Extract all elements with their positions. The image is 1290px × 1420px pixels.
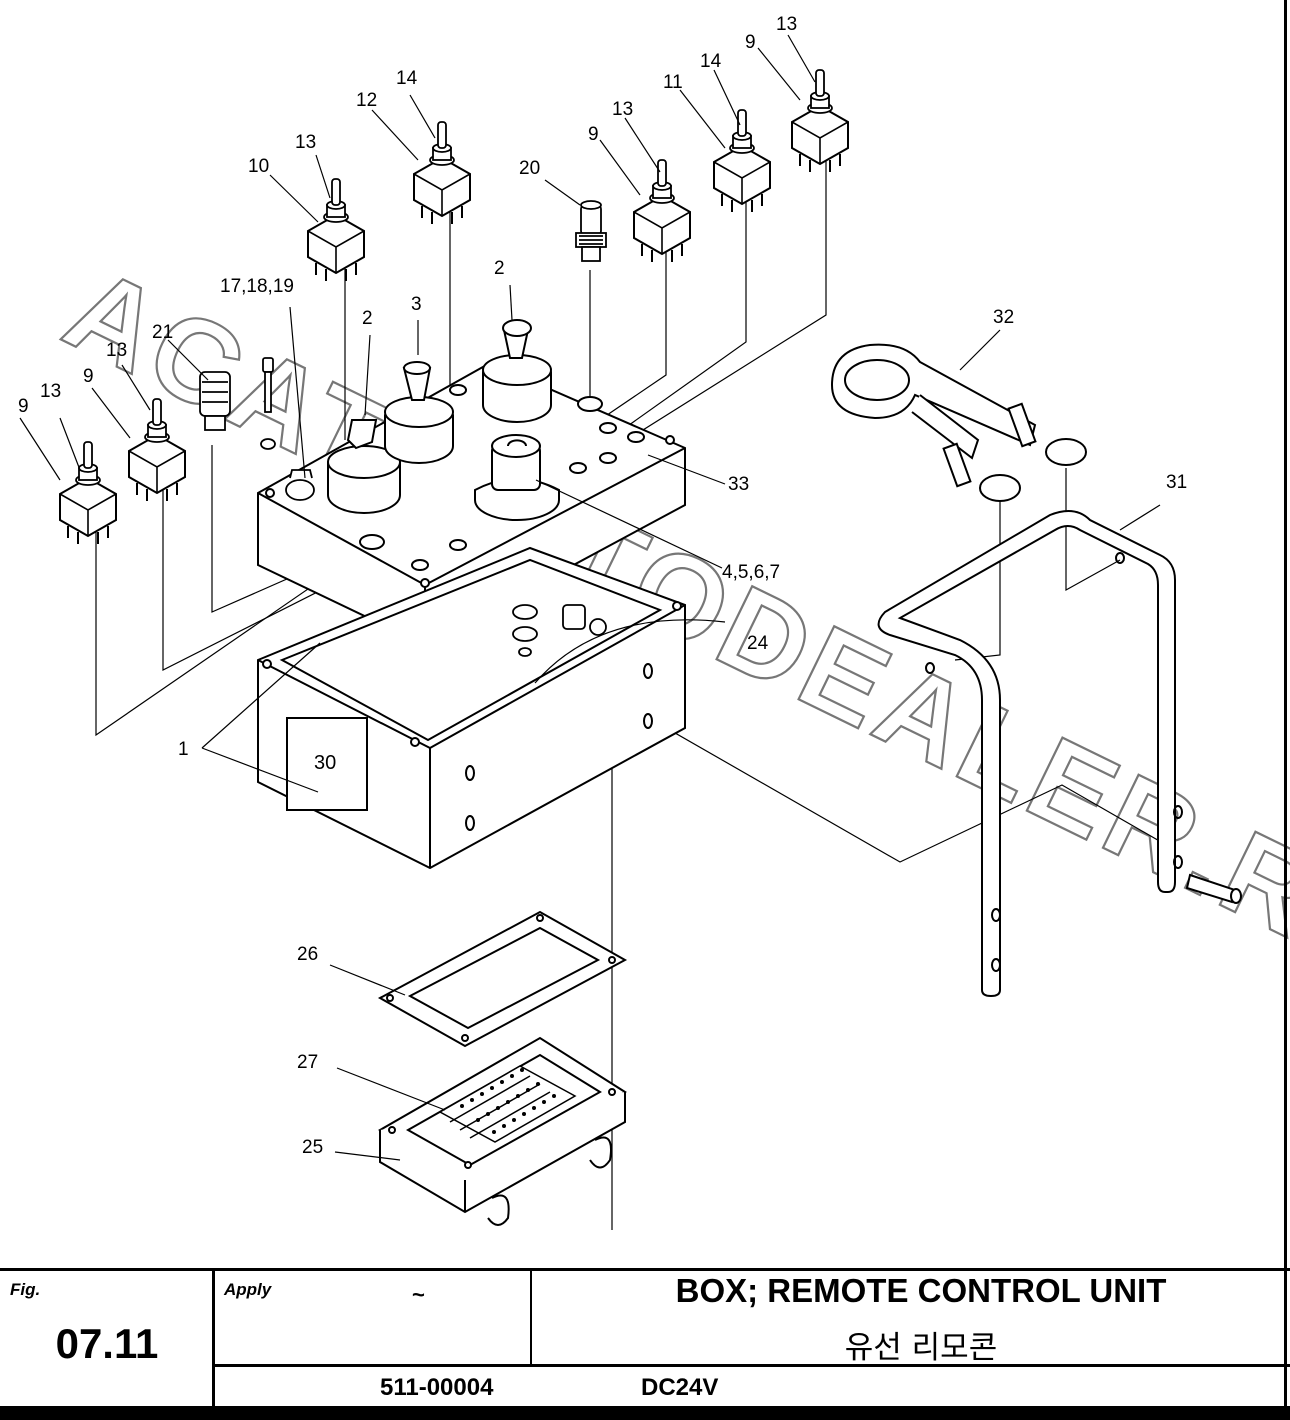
callout-9-d: 9 (745, 32, 756, 53)
title-block-divider-3 (1284, 1268, 1287, 1408)
callout-25: 25 (302, 1137, 323, 1158)
callout-9-c: 9 (588, 124, 599, 145)
apply-label: Apply (224, 1280, 272, 1299)
toggle-switch-10 (307, 178, 365, 282)
title-block-mid-rule (212, 1364, 1290, 1367)
terminal-studs (460, 1068, 556, 1134)
callout-33: 33 (728, 474, 749, 495)
joystick-2-right (482, 319, 552, 423)
title-block-divider-1 (212, 1268, 215, 1420)
terminal-block-27 (438, 1065, 577, 1143)
callout-11: 11 (663, 72, 683, 93)
toggle-switch-9-center (633, 159, 691, 263)
callout-30: 30 (314, 752, 336, 774)
callout-14-a: 14 (396, 68, 418, 89)
nut-washer (512, 604, 607, 657)
title-block-top-rule (0, 1268, 1290, 1271)
callout-24: 24 (747, 633, 769, 654)
exploded-parts-diagram: ACAT.AUTODEALER.RU (18, 14, 1290, 1230)
voltage: DC24V (641, 1374, 719, 1401)
title-block-divider-2 (530, 1268, 532, 1365)
handle-31 (877, 510, 1242, 998)
emergency-stop-button (474, 434, 560, 521)
callout-32: 32 (993, 307, 1014, 328)
callout-9-a: 9 (18, 396, 29, 417)
connector-21 (199, 371, 231, 431)
callout-12: 12 (356, 90, 377, 111)
strap-32 (830, 343, 1087, 502)
callout-1: 1 (178, 739, 189, 760)
fig-number: 07.11 (55, 1320, 159, 1367)
callout-3: 3 (411, 294, 422, 315)
callout-9-b: 9 (83, 366, 94, 387)
callout-13-b: 13 (106, 340, 127, 361)
callout-4-5-6-7: 4,5,6,7 (722, 562, 780, 583)
label-arrows (19, 34, 1161, 1161)
drawing-border-right (1284, 0, 1287, 1268)
title-block: Fig. 07.11 Apply ~ BOX; REMOTE CONTROL U… (0, 1268, 1290, 1420)
callout-27: 27 (297, 1052, 318, 1073)
callout-21: 21 (152, 322, 173, 343)
apply-value: ~ (412, 1282, 425, 1307)
callout-26: 26 (297, 944, 318, 965)
title-english: BOX; REMOTE CONTROL UNIT (675, 1272, 1167, 1309)
callout-13-c: 13 (295, 132, 316, 153)
callout-31: 31 (1166, 472, 1187, 493)
rotary-knob (285, 469, 315, 501)
part-number: 511-00004 (380, 1374, 494, 1401)
joystick-3 (384, 361, 454, 464)
fig-label: Fig. (10, 1280, 41, 1299)
title-korean: 유선 리모콘 (844, 1330, 998, 1366)
callout-numbers: 1 2 2 3 4,5,6,7 9 9 9 9 10 11 12 13 13 1… (18, 14, 1187, 1158)
title-block-bottom-rule (0, 1406, 1290, 1420)
screw-17-18-19 (260, 357, 276, 450)
toggle-switch-9-left (59, 441, 117, 545)
callout-17-18-19: 17,18,19 (220, 276, 294, 297)
toggle-switch-9-right (791, 69, 849, 173)
callout-2-left: 2 (362, 308, 373, 329)
callout-10: 10 (248, 156, 269, 177)
callout-13-d: 13 (612, 99, 633, 120)
joystick-2-left (327, 419, 401, 514)
toggle-switch-12 (413, 121, 471, 225)
callout-2-right: 2 (494, 258, 505, 279)
callout-13-a: 13 (40, 381, 61, 402)
push-button-20 (575, 200, 607, 262)
callout-13-e: 13 (776, 14, 797, 35)
toggle-switch-11 (713, 109, 771, 213)
callout-20: 20 (519, 158, 540, 179)
gasket-26 (377, 910, 628, 1048)
callout-14-b: 14 (700, 51, 722, 72)
